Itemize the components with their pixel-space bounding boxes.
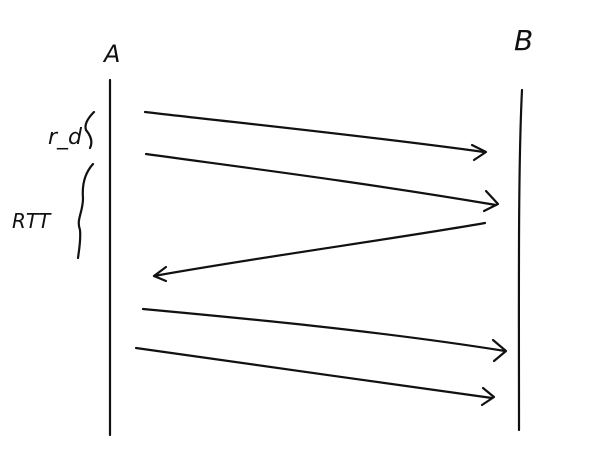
arrowhead-3 [152, 265, 168, 283]
node-b-label: B [514, 24, 533, 57]
timeline-b [517, 88, 524, 432]
rtt-label: RTT [12, 209, 52, 233]
td-brace [84, 110, 96, 150]
message-arrow-2 [144, 152, 498, 207]
arrowhead-4 [491, 338, 508, 363]
message-arrow-3 [152, 221, 487, 278]
arrowhead-2 [482, 189, 500, 213]
timeline-a [108, 78, 112, 437]
message-arrow-4 [141, 307, 507, 353]
arrowhead-1 [470, 143, 488, 162]
td-label: r_d [48, 125, 83, 150]
node-a-label: A [102, 40, 120, 68]
message-arrow-5 [134, 346, 494, 400]
arrowhead-5 [480, 386, 496, 407]
message-arrow-1 [143, 110, 486, 154]
rtt-brace [76, 162, 95, 260]
